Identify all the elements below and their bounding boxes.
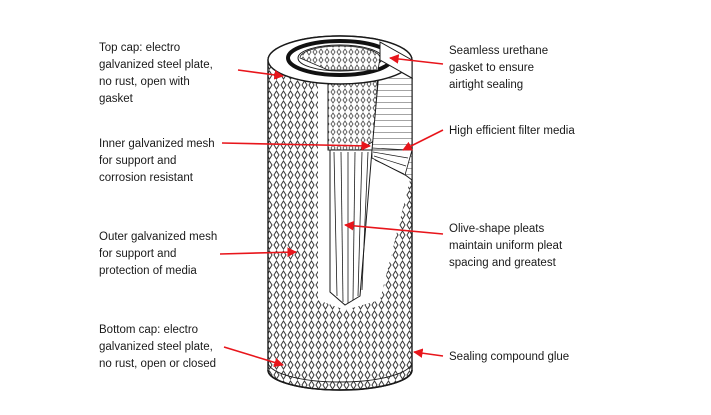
arrow-sealing-glue [413, 348, 444, 358]
bottom-cap [267, 361, 413, 391]
arrow-gasket [389, 54, 444, 65]
label-outer-mesh: Outer galvanized mesh for support and pr… [99, 231, 218, 277]
label-inner-mesh: Inner galvanized mesh for support and co… [99, 138, 215, 184]
label-bottom-cap: Bottom cap: electro galvanized steel pla… [99, 324, 216, 370]
arrow-pleats [344, 221, 444, 235]
arrow-inner-mesh [221, 141, 371, 151]
leader-arrows [219, 54, 444, 368]
arrow-filter-media [402, 129, 444, 151]
arrow-outer-mesh [219, 247, 297, 258]
arrow-bottom-cap [223, 346, 284, 368]
label-sealing-glue: Sealing compound glue [449, 351, 570, 363]
label-filter-media: High efficient filter media [449, 125, 575, 137]
label-top-cap: Top cap: electro galvanized steel plate,… [99, 42, 213, 105]
cutaway-section [318, 59, 413, 310]
arrow-top-cap [237, 69, 284, 80]
label-pleats: Olive-shape pleats maintain uniform plea… [449, 223, 563, 269]
top-cap [267, 35, 413, 85]
label-gasket: Seamless urethane gasket to ensure airti… [449, 45, 549, 91]
